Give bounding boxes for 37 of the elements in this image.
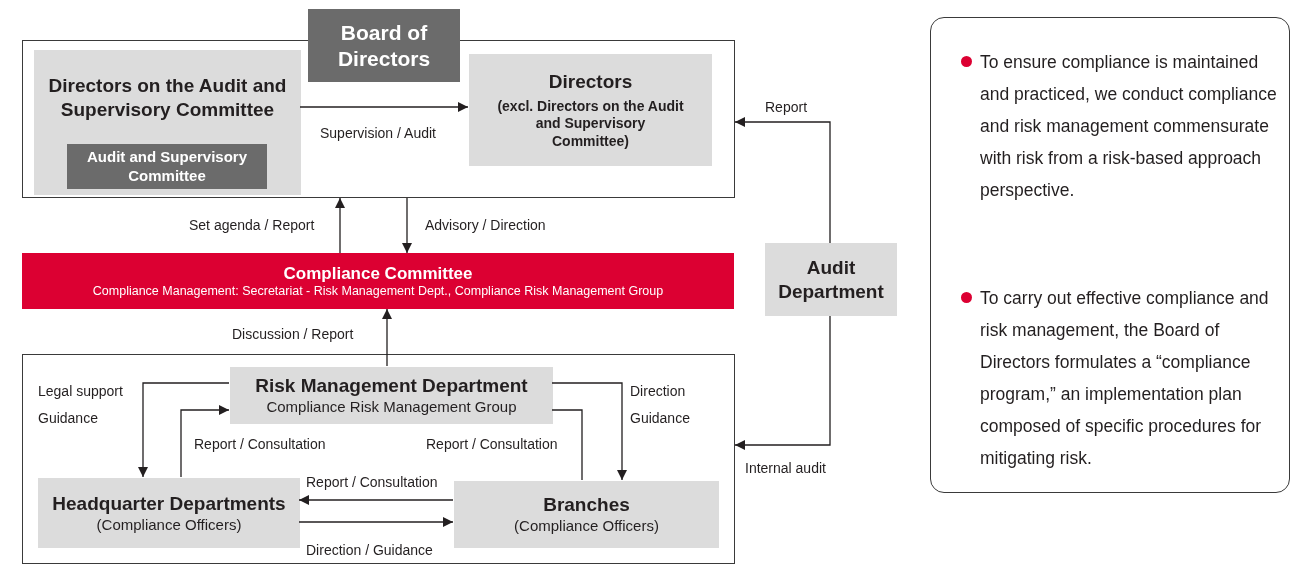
box-subtitle: (Compliance Officers) xyxy=(514,517,659,536)
box-title: Branches xyxy=(543,493,630,517)
box-subtitle: Compliance Risk Management Group xyxy=(266,398,517,417)
note-card xyxy=(930,17,1290,493)
org-box xyxy=(230,367,553,424)
box-title: Risk Management Department xyxy=(255,374,528,398)
arrow xyxy=(382,308,392,367)
box-subtitle: (Compliance Officers) xyxy=(96,515,242,535)
bullet-text: To ensure compliance is maintained and practiced, we conduct compliance and risk management commensurate with risk from a risk-based approach perspective. xyxy=(980,51,1278,202)
box-title: Compliance Committee xyxy=(283,262,473,284)
arrow xyxy=(551,382,627,481)
arrow xyxy=(138,382,230,478)
org-box xyxy=(34,50,301,195)
box-title: Audit Department xyxy=(777,255,885,304)
arrow xyxy=(734,117,831,244)
board-heading: Board of Directors xyxy=(308,9,460,82)
box-title: Audit and Supervisory Committee xyxy=(86,147,248,186)
org-box xyxy=(765,243,897,316)
arrow xyxy=(402,197,412,254)
arrow xyxy=(298,517,454,527)
org-box xyxy=(454,481,719,548)
box-subtitle: (excl. Directors on the Audit and Supervisory Committee) xyxy=(496,96,685,151)
connector-line xyxy=(551,409,583,481)
box-title: Headquarter Departments xyxy=(52,491,286,516)
org-box xyxy=(67,144,267,189)
arrow xyxy=(299,102,469,112)
arrow xyxy=(298,495,454,505)
box-title: Directors xyxy=(548,69,633,94)
box-subtitle: Compliance Management: Secretariat - Risk Management Dept., Compliance Risk Management Group xyxy=(92,283,664,300)
arrow xyxy=(734,315,831,450)
arrow xyxy=(180,405,230,478)
committee-banner xyxy=(22,253,734,309)
bullet-text: To carry out effective compliance and risk management, the Board of Directors formulates a “compliance program,” an implementation plan composed of specific procedures for mitigating risk. xyxy=(980,287,1270,470)
org-box xyxy=(38,478,300,548)
org-box xyxy=(469,54,712,166)
arrow xyxy=(335,197,345,254)
box-title: Directors on the Audit and Supervisory Committee xyxy=(47,74,288,122)
